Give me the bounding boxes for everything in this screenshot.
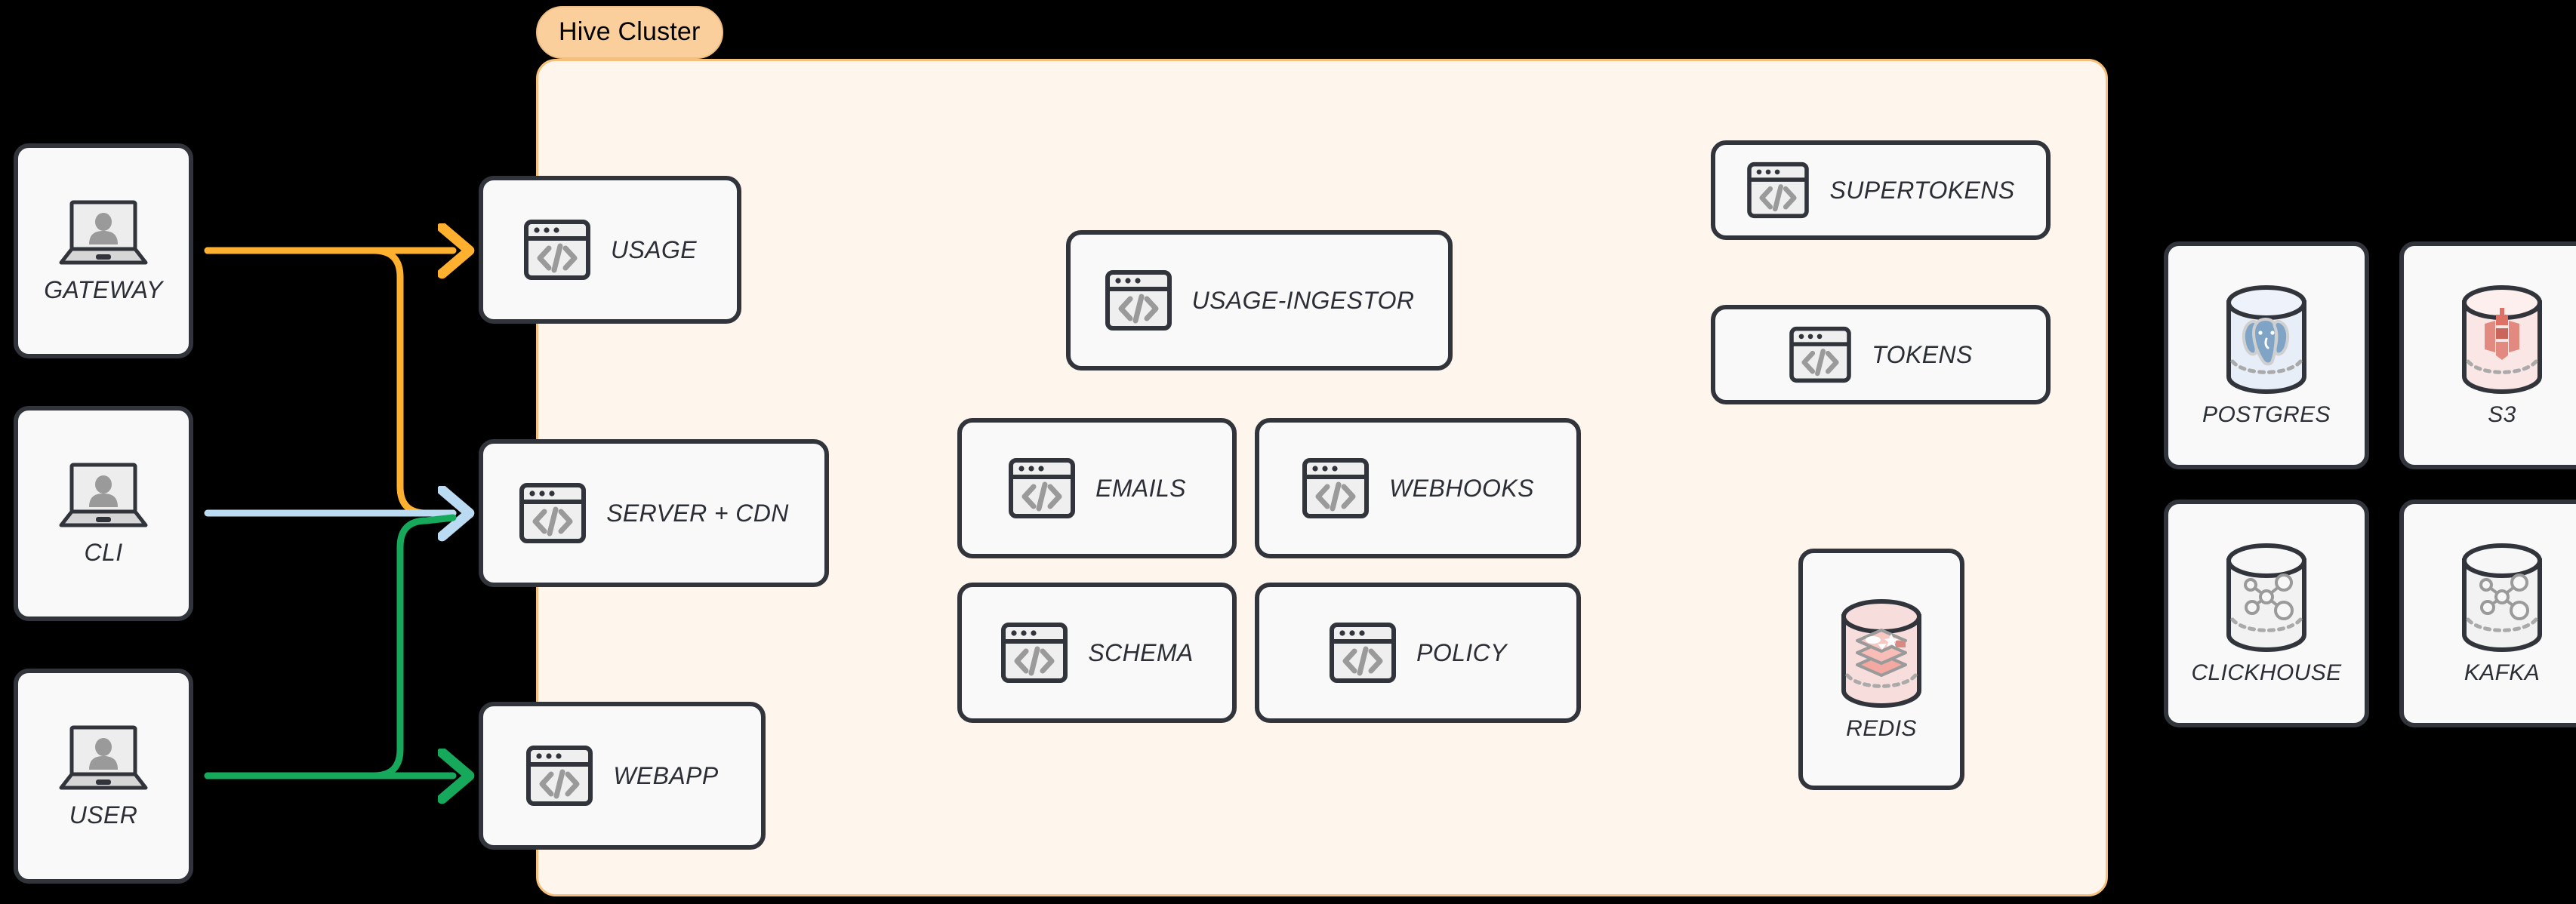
datastore-node-kafka[interactable]: KAFKA xyxy=(2399,500,2576,727)
service-node-policy[interactable]: POLICY xyxy=(1255,583,1581,723)
datastore-node-postgres[interactable]: POSTGRES xyxy=(2164,241,2369,469)
datastore-node-redis[interactable]: REDIS xyxy=(1798,549,1964,790)
postgres-cylinder-icon xyxy=(2226,285,2306,394)
service-label-emails: EMAILS xyxy=(1095,474,1186,502)
code-window-icon xyxy=(1330,623,1397,683)
hive-cluster-badge: Hive Cluster xyxy=(536,6,723,59)
client-node-gateway[interactable]: GATEWAY xyxy=(14,143,193,358)
code-window-icon xyxy=(1302,458,1370,518)
network-cylinder-icon xyxy=(2226,543,2306,652)
redis-cylinder-icon xyxy=(1841,599,1921,708)
wire-gateway-to-server-cdn xyxy=(204,247,457,517)
service-label-tokens: TOKENS xyxy=(1872,340,1973,368)
datastore-label-kafka: KAFKA xyxy=(2464,660,2541,685)
service-label-webhooks: WEBHOOKS xyxy=(1389,474,1534,502)
service-label-policy: POLICY xyxy=(1416,638,1507,666)
service-node-usage[interactable]: USAGE xyxy=(479,176,741,324)
service-node-emails[interactable]: EMAILS xyxy=(957,418,1237,558)
client-label-gateway: GATEWAY xyxy=(44,276,163,303)
service-label-schema: SCHEMA xyxy=(1088,638,1194,666)
service-node-server-cdn[interactable]: SERVER + CDN xyxy=(479,439,829,587)
service-label-server-cdn: SERVER + CDN xyxy=(606,499,789,527)
service-node-webapp[interactable]: WEBAPP xyxy=(479,702,766,850)
laptop-user-icon xyxy=(59,200,148,265)
code-window-icon xyxy=(1009,458,1076,518)
network-cylinder-icon xyxy=(2462,543,2542,652)
laptop-user-icon xyxy=(59,463,148,527)
service-node-supertokens[interactable]: SUPERTOKENS xyxy=(1711,140,2051,240)
code-window-icon xyxy=(526,746,593,806)
service-label-supertokens: SUPERTOKENS xyxy=(1829,176,2015,204)
service-label-webapp: WEBAPP xyxy=(613,761,719,789)
code-window-icon xyxy=(1105,270,1172,331)
service-node-schema[interactable]: SCHEMA xyxy=(957,583,1237,723)
code-window-icon xyxy=(523,220,590,280)
service-node-tokens[interactable]: TOKENS xyxy=(1711,305,2051,404)
hive-cluster-badge-label: Hive Cluster xyxy=(559,17,701,46)
datastore-label-s3: S3 xyxy=(2488,402,2516,427)
datastore-label-clickhouse: CLICKHOUSE xyxy=(2191,660,2342,685)
client-node-user[interactable]: USER xyxy=(14,669,193,884)
datastore-label-redis: REDIS xyxy=(1846,716,1917,741)
service-node-usage-ingestor[interactable]: USAGE-INGESTOR xyxy=(1066,230,1453,371)
laptop-user-icon xyxy=(59,725,148,790)
service-label-usage-ingestor: USAGE-INGESTOR xyxy=(1191,286,1415,314)
s3-cylinder-icon xyxy=(2462,285,2542,394)
datastore-label-postgres: POSTGRES xyxy=(2202,402,2331,427)
datastore-node-clickhouse[interactable]: CLICKHOUSE xyxy=(2164,500,2369,727)
code-window-icon xyxy=(1001,623,1068,683)
wire-user-to-server-cdn xyxy=(204,514,457,779)
code-window-icon xyxy=(519,483,587,543)
client-label-cli: CLI xyxy=(84,539,123,566)
client-node-cli[interactable]: CLI xyxy=(14,406,193,621)
datastore-node-s3[interactable]: S3 xyxy=(2399,241,2576,469)
code-window-icon xyxy=(1747,161,1810,219)
service-label-usage: USAGE xyxy=(610,235,698,263)
client-label-user: USER xyxy=(69,801,138,829)
service-node-webhooks[interactable]: WEBHOOKS xyxy=(1255,418,1581,558)
code-window-icon xyxy=(1789,326,1852,383)
